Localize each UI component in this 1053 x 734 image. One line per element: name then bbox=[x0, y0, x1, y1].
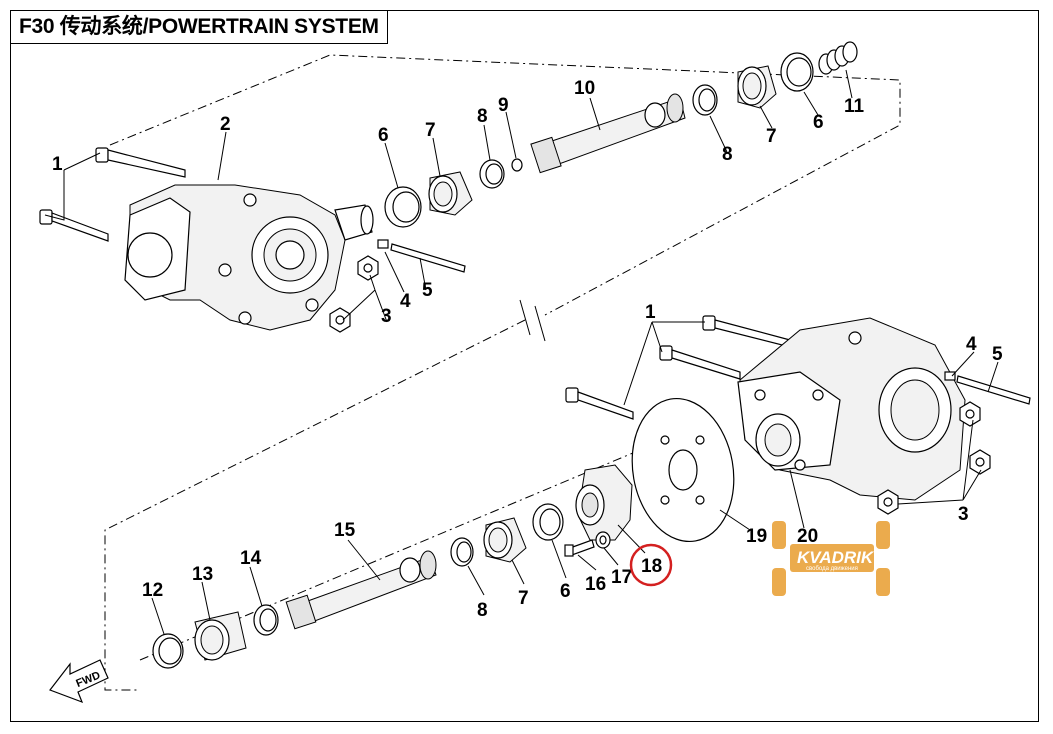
diagram-title: F30 传动系统/POWERTRAIN SYSTEM bbox=[10, 10, 388, 44]
stud-5-upper bbox=[390, 243, 466, 273]
break-mark bbox=[519, 299, 546, 342]
stud-4-lower bbox=[944, 371, 956, 381]
nut-3-lower-a bbox=[959, 401, 981, 427]
callouts-lower: 1 4 5 3 19 20 18 17 16 6 7 8 15 14 13 12 bbox=[142, 302, 1003, 621]
clip-9 bbox=[511, 158, 523, 172]
stud-4-upper bbox=[377, 239, 389, 249]
callout-6-lower: 6 bbox=[560, 581, 571, 602]
stud-5-lower bbox=[956, 375, 1031, 405]
ring-8-upper bbox=[479, 159, 505, 189]
callout-4-upper: 4 bbox=[400, 291, 411, 312]
disc-flange-18 bbox=[575, 464, 633, 541]
callout-6-upper-left: 6 bbox=[378, 125, 389, 146]
leader-lines bbox=[44, 69, 999, 635]
spring-11 bbox=[818, 41, 858, 75]
ring-8-lower bbox=[450, 537, 474, 567]
kvadrik-watermark-logo: KVADRIK свобода движения bbox=[772, 521, 890, 596]
bolt-1-lower-a bbox=[702, 315, 791, 348]
upper-assembly-outline bbox=[109, 54, 901, 316]
ring-8-upper-right bbox=[692, 84, 718, 116]
bolt-1-upper-b bbox=[39, 209, 109, 242]
boot-7-upper bbox=[428, 171, 473, 216]
bolt-1-lower-b bbox=[659, 345, 741, 380]
callout-1-upper: 1 bbox=[52, 154, 63, 175]
nut-3-lower-c bbox=[877, 489, 899, 515]
callout-8-upper-right: 8 bbox=[722, 144, 733, 165]
callout-3-lower: 3 bbox=[958, 504, 969, 525]
diagram-frame bbox=[10, 10, 1039, 722]
ring-6-lower bbox=[532, 503, 564, 541]
callout-4-lower: 4 bbox=[966, 334, 977, 355]
nut-3-lower-b bbox=[969, 449, 991, 475]
brake-disc bbox=[631, 397, 735, 543]
callout-6-upper-right: 6 bbox=[813, 112, 824, 133]
fwd-direction-arrow: FWD bbox=[49, 659, 109, 704]
ring-12 bbox=[152, 633, 184, 669]
callout-12: 12 bbox=[142, 580, 163, 601]
rear-propeller-shaft bbox=[285, 550, 437, 630]
callout-7-upper-left: 7 bbox=[425, 120, 436, 141]
nut-3-upper-a bbox=[357, 255, 379, 281]
callout-8-upper-left: 8 bbox=[477, 106, 488, 127]
callout-8-lower: 8 bbox=[477, 600, 488, 621]
callout-5-lower: 5 bbox=[992, 344, 1003, 365]
watermark-brand: KVADRIK bbox=[797, 548, 875, 567]
callout-1-lower: 1 bbox=[645, 302, 656, 323]
ring-14 bbox=[253, 604, 279, 636]
nut-3-upper-b bbox=[329, 307, 351, 333]
callout-18: 18 bbox=[641, 556, 662, 577]
bolt-16 bbox=[564, 539, 595, 557]
callout-13: 13 bbox=[192, 564, 213, 585]
lower-assembly-outline bbox=[104, 319, 526, 691]
washer-17 bbox=[595, 531, 611, 549]
front-differential-housing bbox=[124, 184, 374, 331]
watermark-tagline: свобода движения bbox=[806, 566, 858, 572]
callout-9: 9 bbox=[498, 95, 509, 116]
callout-7-upper-right: 7 bbox=[766, 126, 777, 147]
ring-6-upper bbox=[384, 186, 422, 228]
rear-differential-housing bbox=[737, 317, 966, 501]
callout-19: 19 bbox=[746, 526, 767, 547]
callout-17: 17 bbox=[611, 567, 632, 588]
callout-3-upper: 3 bbox=[381, 306, 392, 327]
boot-7-upper-right bbox=[737, 65, 777, 109]
callout-7-lower: 7 bbox=[518, 588, 529, 609]
callout-16: 16 bbox=[585, 574, 606, 595]
boot-7-lower bbox=[483, 517, 527, 563]
bolt-1-lower-c bbox=[565, 387, 634, 420]
callout-15: 15 bbox=[334, 520, 356, 541]
highlight-circle-part-18 bbox=[629, 543, 673, 587]
callout-14: 14 bbox=[240, 548, 262, 569]
callouts-upper: 1 2 3 4 5 6 7 8 9 10 8 7 6 11 bbox=[52, 78, 865, 327]
bolt-1-upper bbox=[95, 147, 186, 178]
callout-5-upper: 5 bbox=[422, 280, 433, 301]
callout-10: 10 bbox=[574, 78, 595, 99]
ring-6-upper-right bbox=[780, 52, 814, 92]
callout-20: 20 bbox=[797, 526, 818, 547]
front-propeller-shaft bbox=[530, 93, 686, 174]
callout-2: 2 bbox=[220, 114, 231, 135]
callout-11: 11 bbox=[844, 96, 865, 117]
boot-13 bbox=[194, 611, 247, 661]
